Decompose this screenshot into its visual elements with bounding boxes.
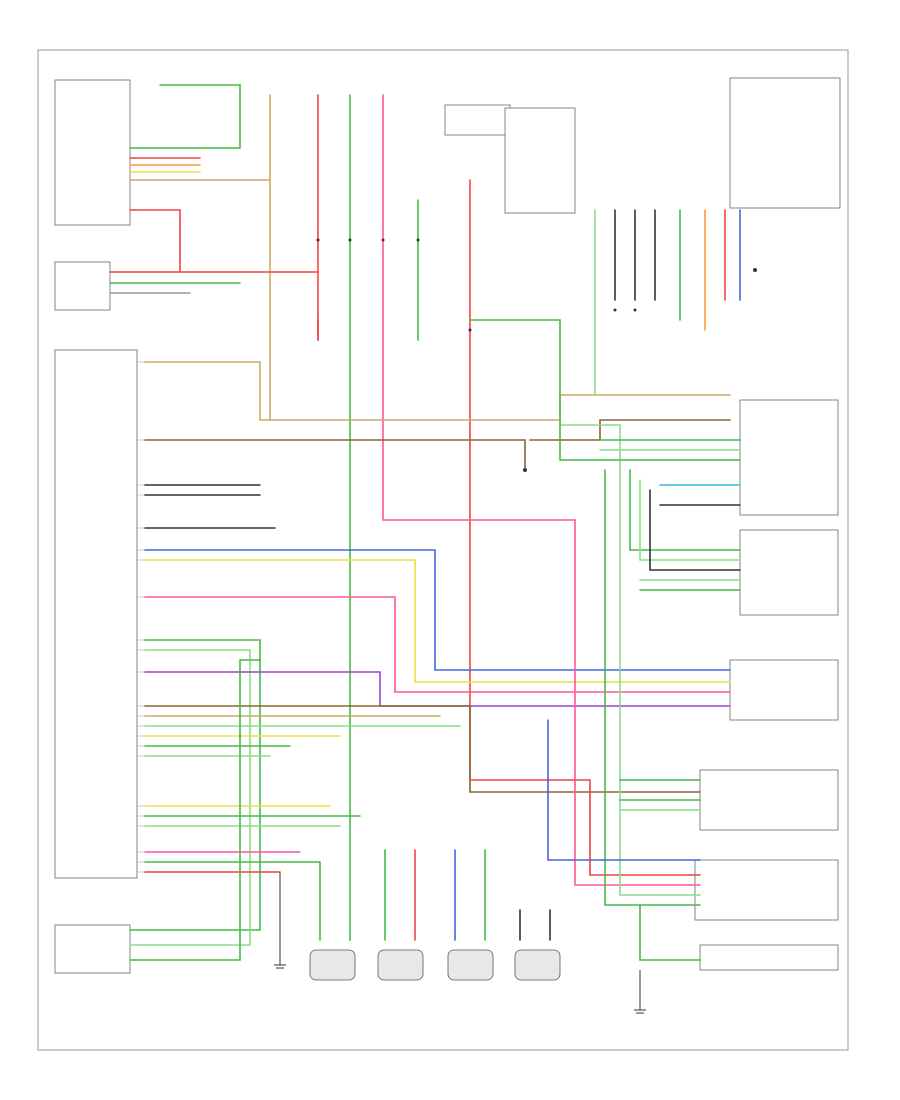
- right-connector-1-box: [729, 659, 839, 721]
- right-connector-2-box: [699, 769, 839, 831]
- top-left-signals: [109, 84, 319, 294]
- connector-dots: [316, 238, 757, 472]
- bottom-left-sensor-box: [54, 924, 131, 974]
- left-module: [54, 349, 145, 879]
- rear-left-wheel-sensor: [447, 849, 494, 981]
- ground-symbols: [274, 872, 646, 1014]
- front-right-wheel-sensor: [377, 849, 424, 981]
- horizontal-wires: [129, 361, 731, 961]
- rear-right-wheel-sensor: [514, 909, 561, 981]
- relay-box: [444, 104, 511, 136]
- front-left-wheel-sensor: [309, 861, 356, 981]
- relay-coil-box: [504, 107, 576, 214]
- right-connector-6-box: [739, 399, 839, 516]
- diagram-frame: [37, 49, 849, 1051]
- left-switch-box: [54, 261, 111, 311]
- long-runs: [317, 319, 701, 906]
- left-module-box: [54, 349, 138, 879]
- left-module-pin-labels: [137, 361, 145, 873]
- right-vertical-bundles: [469, 209, 741, 961]
- top-right-fuse-box: [729, 77, 841, 209]
- right-connector-5-box: [739, 529, 839, 616]
- right-connector-4-box: [699, 944, 839, 971]
- top-power-feeds: [269, 94, 576, 941]
- top-left-module-box: [54, 79, 131, 226]
- right-connector-3-box: [694, 859, 839, 921]
